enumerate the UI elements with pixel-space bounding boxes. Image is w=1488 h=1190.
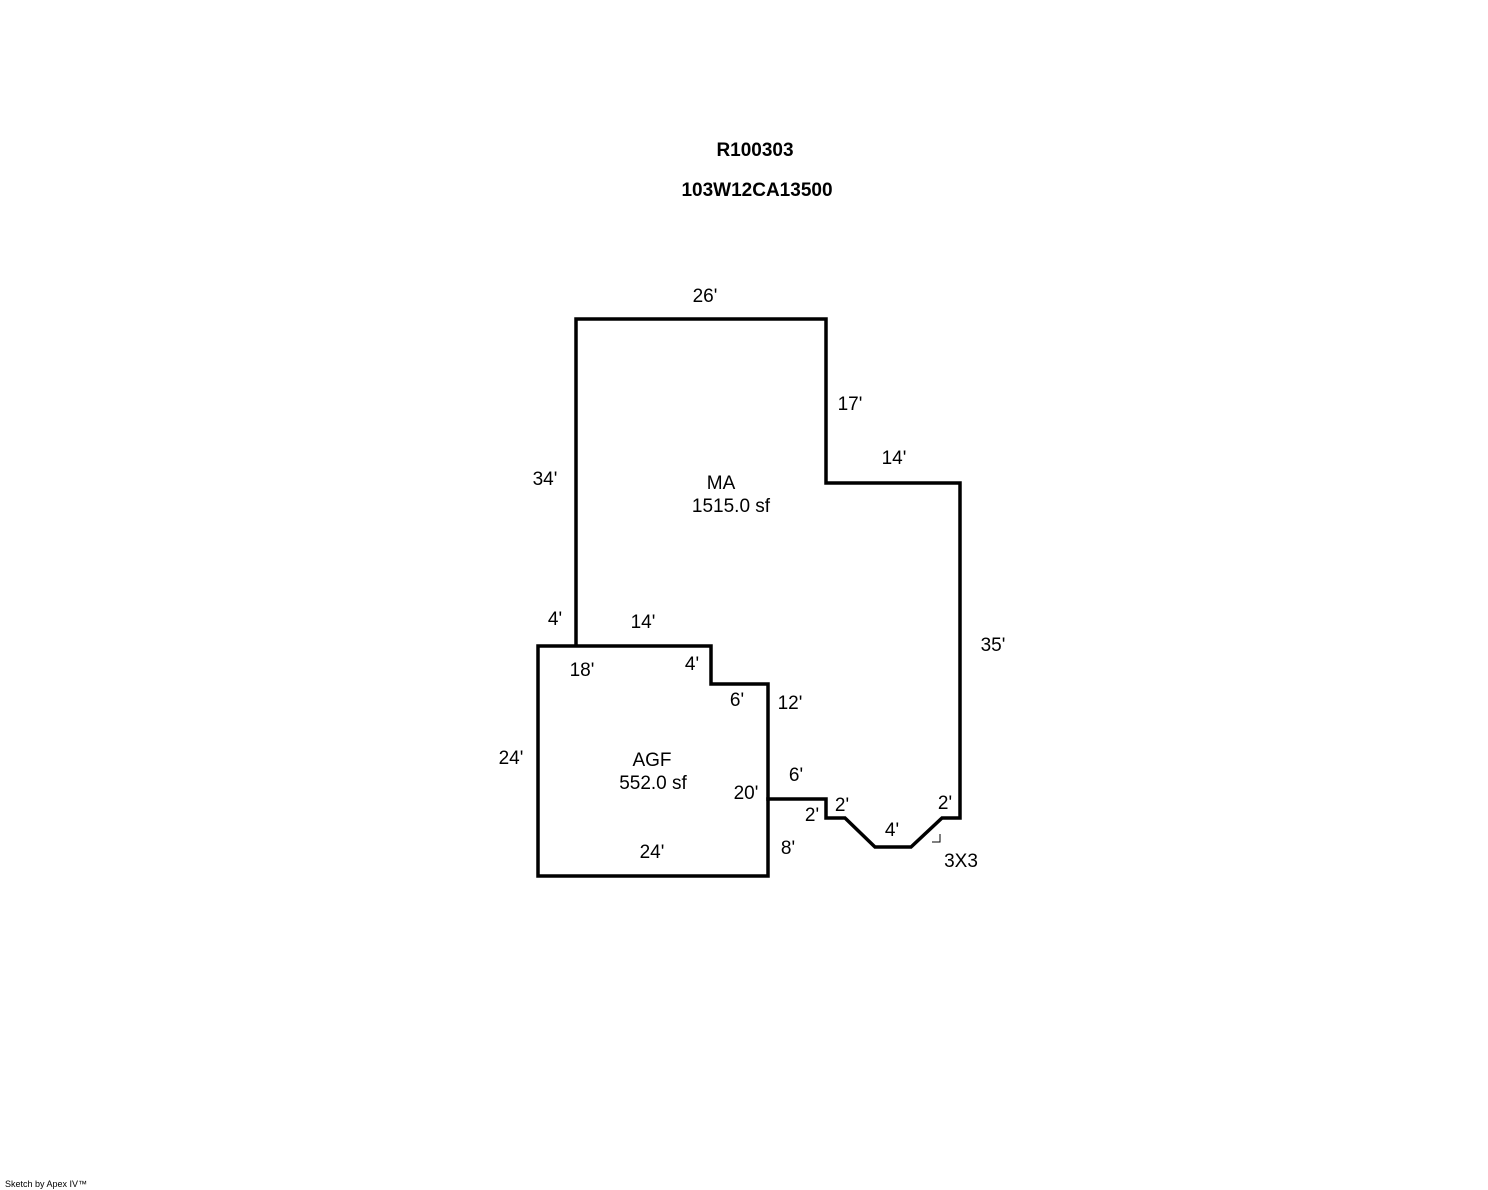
bay-size-label: 3X3 [944,851,978,872]
account-number: R100303 [716,140,793,161]
garage-code: AGF [632,750,671,771]
dim-agf-right: 20' [734,783,759,804]
dim-ma-right-upper: 17' [838,394,863,415]
dim-agf-left: 24' [499,748,524,769]
dim-ma-right-lower: 35' [981,635,1006,656]
dim-ma-top: 26' [693,286,718,307]
dim-bay-bottom: 4' [885,820,899,841]
software-credit: Sketch by Apex IV™ [5,1179,87,1189]
dim-ma-left-small: 4' [548,609,562,630]
garage-outline [536,644,770,878]
dim-ma-left: 34' [533,469,558,490]
main-area-outline [574,317,962,849]
dim-bay-right-jog: 2' [938,793,952,814]
dim-bay-left-jog-lower: 2' [805,805,819,826]
dim-agf-top: 18' [570,660,595,681]
map-tax-lot: 103W12CA13500 [681,180,832,201]
main-area-size: 1515.0 sf [692,496,771,517]
dim-bay-left-jog-upper: 2' [835,795,849,816]
main-area-code: MA [707,473,736,494]
dim-agf-right-lower: 8' [781,838,795,859]
dim-agf-notch-horizontal: 6' [730,690,744,711]
dim-agf-notch-vertical: 4' [685,654,699,675]
garage-size: 552.0 sf [619,773,687,794]
dim-ma-bottom-left: 14' [631,612,656,633]
dim-ma-step: 14' [882,448,907,469]
dim-agf-bottom: 24' [640,842,665,863]
dim-bay-top: 6' [789,765,803,786]
dim-agf-right-upper: 12' [778,693,803,714]
bay-corner-marker [932,834,941,843]
